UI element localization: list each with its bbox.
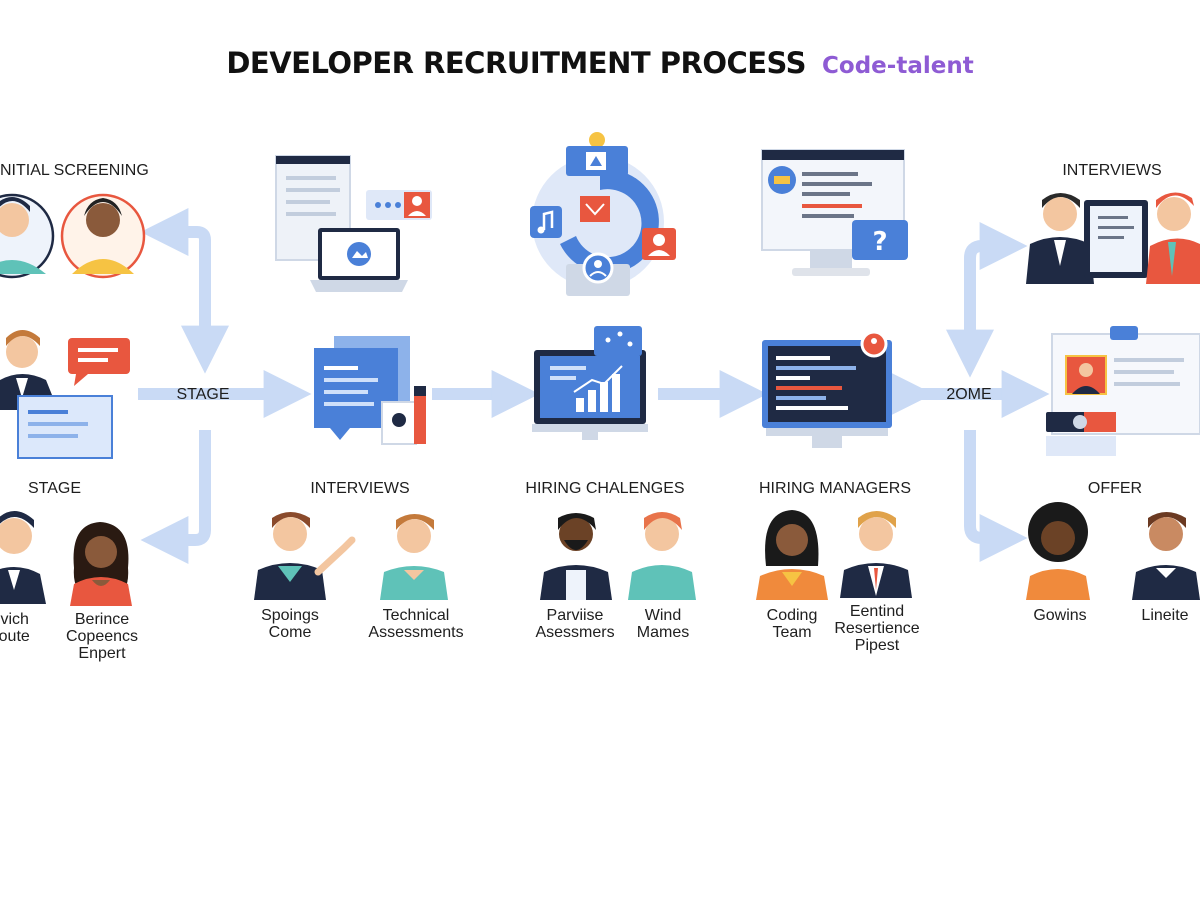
caption-challenges-b: Wind Mames [636, 607, 690, 641]
presenter-illustration [0, 330, 130, 459]
caption-offer-a: Gowins [1033, 607, 1087, 624]
caption-interviews-a: Spoings Come [261, 607, 319, 641]
label-interviews-mid: INTERVIEWS [310, 480, 410, 497]
label-hiring-managers: HIRING MANAGERS [758, 480, 911, 497]
laptop-illustration [275, 155, 432, 292]
arrow-left-up [140, 208, 211, 360]
label-initial-screening: NITIAL SCREENING [0, 162, 149, 179]
label-interviews-right: INTERVIEWS [1062, 162, 1162, 179]
document-stack-illustration [314, 336, 426, 445]
arrow-right-down [964, 430, 1028, 562]
brand-logo: Code-talent [822, 53, 974, 79]
caption-stage-a: levich rroute [0, 611, 30, 645]
stage-people [0, 511, 132, 606]
code-monitor-icon [762, 330, 892, 448]
label-offer: OFFER [1087, 480, 1143, 497]
music-note-icon [530, 206, 562, 238]
whiteboard-icon [17, 395, 113, 459]
caption-offer-b: Lineite [1141, 607, 1189, 624]
question-icon [852, 220, 908, 260]
caption-stage-b: Berince Copeencs Enpert [65, 611, 139, 662]
interview-meeting-illustration [1026, 192, 1200, 284]
flow-label-stage: STAGE [176, 386, 230, 403]
resume-card-icon [1046, 326, 1200, 456]
collaboration-hub-illustration [530, 132, 676, 296]
interviews-people [254, 512, 448, 600]
caption-interviews-b: Technical Assessments [368, 607, 464, 641]
caption-managers-a: Coding Team [766, 607, 818, 641]
offer-people [1026, 502, 1200, 600]
caption-challenges-a: Parviise Asessmers [535, 607, 615, 641]
label-stage-left: STAGE [28, 480, 82, 497]
chat-bubble-icon [68, 338, 130, 386]
challenges-people [540, 512, 696, 600]
monitor-chart-icon [532, 326, 648, 440]
arrow-left-down [140, 430, 211, 564]
caption-managers-b: Eentind Resertience Pipest [834, 603, 920, 654]
desktop-question-illustration: ? [761, 149, 908, 276]
screening-avatars [0, 193, 146, 279]
flow-arrows [138, 208, 1050, 564]
arrow-right-up [964, 222, 1028, 360]
page-title: DEVELOPER RECRUITMENT PROCESS [226, 46, 807, 80]
managers-people [756, 510, 912, 600]
chat-bubble-icon [594, 326, 642, 356]
header: DEVELOPER RECRUITMENT PROCESS Code-talent [0, 46, 1200, 80]
flow-label-zome: 2OME [946, 386, 992, 403]
label-hiring-challenges: HIRING CHALENGES [525, 480, 685, 497]
svg-text:?: ? [872, 227, 887, 257]
